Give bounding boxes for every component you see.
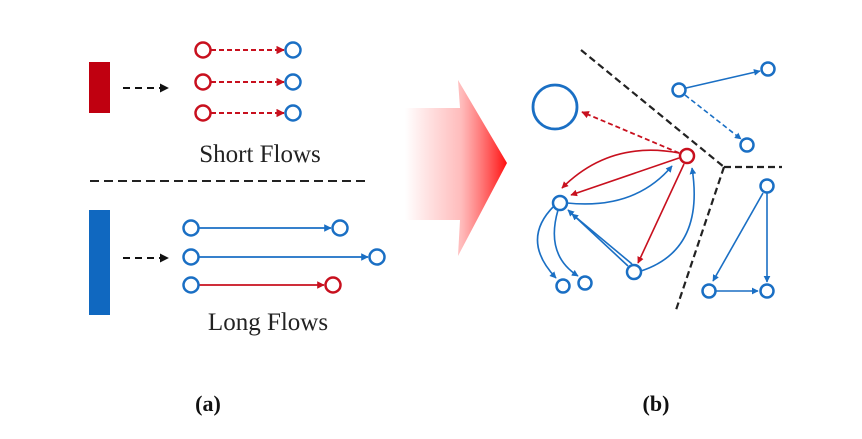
panel-a: Short Flows Long Flows (a): [89, 41, 386, 416]
transition-arrow-icon: [405, 80, 507, 256]
blue-node: [284, 104, 302, 122]
red-node: [194, 73, 212, 91]
blue-node: [577, 275, 593, 291]
blue-edge: [536, 205, 557, 279]
blue-node: [182, 248, 200, 266]
blue-node: [368, 248, 386, 266]
region-divider: [674, 166, 726, 311]
short-flow-bar: [89, 62, 110, 113]
blue-node: [739, 137, 755, 153]
blue-edge: [712, 192, 764, 282]
blue-node: [701, 283, 717, 299]
blue-node: [284, 73, 302, 91]
short-flows-label: Short Flows: [199, 141, 321, 168]
blue-node: [331, 219, 349, 237]
red-edge: [581, 111, 680, 154]
blue-edge: [640, 167, 697, 272]
blue-node: [555, 278, 571, 294]
panel-b-caption: (b): [643, 391, 670, 416]
long-flow-row: [182, 248, 386, 266]
long-flow-row: [182, 219, 349, 237]
blue-edge: [566, 165, 673, 205]
blue-edge: [684, 94, 742, 140]
short-flow-row: [194, 41, 302, 59]
blue-node: [284, 41, 302, 59]
blue-node: [625, 263, 643, 281]
short-flow-row: [194, 73, 302, 91]
region-divider: [580, 49, 725, 168]
red-edge: [570, 157, 680, 197]
long-flow-row: [182, 276, 342, 294]
blue-node: [671, 82, 687, 98]
blue-node: [759, 178, 775, 194]
red-edge: [637, 163, 685, 264]
red-node: [194, 104, 212, 122]
long-flow-bar: [89, 210, 110, 315]
red-node: [678, 147, 696, 165]
blue-node: [551, 194, 569, 212]
red-node: [194, 41, 212, 59]
blue-node: [760, 61, 776, 77]
blue-edge: [685, 69, 761, 89]
blue-node: [182, 276, 200, 294]
blue-edge: [553, 209, 579, 277]
blue-edge: [571, 213, 633, 265]
panel-b: (b): [531, 49, 782, 416]
blue-node: [759, 283, 775, 299]
blue-node: [182, 219, 200, 237]
large-node: [531, 83, 579, 131]
long-flows-label: Long Flows: [208, 309, 328, 336]
red-node: [324, 276, 342, 294]
red-edge: [561, 149, 680, 189]
short-flow-row: [194, 104, 302, 122]
panel-a-caption: (a): [195, 391, 221, 416]
